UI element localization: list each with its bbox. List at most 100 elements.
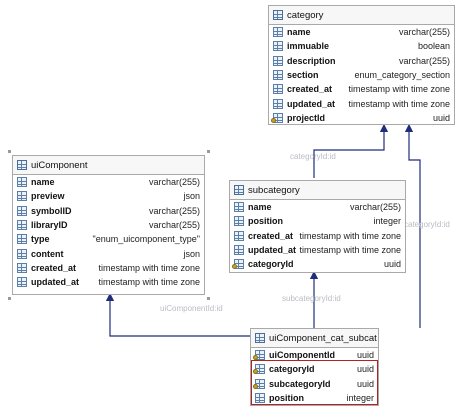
column-name: categoryId — [269, 364, 315, 375]
column-row[interactable]: libraryID varchar(255) — [13, 218, 204, 232]
column-type: timestamp with time zone — [348, 98, 450, 109]
table-title: uiComponent_cat_subcat — [269, 332, 377, 344]
column-row[interactable]: categoryId uuid — [251, 362, 378, 376]
column-type: timestamp with time zone — [299, 245, 401, 256]
column-row[interactable]: created_at timestamp with time zone — [230, 229, 405, 243]
column-row[interactable]: created_at timestamp with time zone — [269, 82, 454, 96]
column-icon — [17, 205, 27, 216]
table-title: subcategory — [248, 184, 300, 196]
column-type: varchar(255) — [398, 27, 450, 38]
column-type: varchar(255) — [349, 202, 401, 213]
column-type: "enum_uicomponent_type" — [92, 234, 200, 245]
selection-handle[interactable] — [8, 297, 11, 300]
column-type: enum_category_section — [354, 70, 450, 81]
column-type: timestamp with time zone — [299, 230, 401, 241]
column-icon — [234, 216, 244, 227]
column-icon — [273, 55, 283, 66]
column-type: varchar(255) — [148, 220, 200, 231]
column-name: immuable — [287, 41, 330, 52]
column-row[interactable]: name varchar(255) — [269, 25, 454, 39]
column-row[interactable]: description varchar(255) — [269, 54, 454, 68]
foreign-key-icon — [253, 350, 265, 361]
column-type: uuid — [356, 350, 374, 361]
column-name: libraryID — [31, 220, 68, 231]
link-junction-uicomponent — [105, 292, 252, 337]
link-subcategory-category — [313, 123, 389, 178]
foreign-key-icon — [253, 364, 265, 375]
column-name: updated_at — [248, 245, 297, 256]
table-icon — [255, 333, 265, 343]
column-type: integer — [346, 393, 374, 404]
column-type: uuid — [432, 112, 450, 123]
column-row[interactable]: content json — [13, 246, 204, 260]
table-header[interactable]: uiComponent — [13, 156, 204, 175]
column-type: varchar(255) — [398, 55, 450, 66]
column-row[interactable]: name varchar(255) — [13, 175, 204, 189]
table-icon — [17, 160, 27, 170]
table-uicomponent-cat-subcat[interactable]: uiComponent_cat_subcat uiComponentId uuid… — [250, 328, 379, 406]
link-label-category: categoryId:id — [290, 152, 336, 161]
column-type: json — [183, 191, 200, 202]
column-name: position — [269, 393, 304, 404]
table-category[interactable]: category name varchar(255) immuable boolea… — [268, 5, 455, 125]
column-name: content — [31, 248, 64, 259]
column-icon — [273, 41, 283, 52]
column-row[interactable]: uiComponentId uuid — [251, 348, 378, 362]
column-icon — [273, 27, 283, 38]
column-name: created_at — [287, 84, 333, 95]
column-name: uiComponentId — [269, 350, 335, 361]
column-icon — [234, 245, 244, 256]
column-name: preview — [31, 191, 65, 202]
column-icon — [17, 277, 27, 288]
table-header[interactable]: subcategory — [230, 181, 405, 200]
column-type: timestamp with time zone — [348, 84, 450, 95]
column-icon — [17, 234, 27, 245]
column-name: name — [31, 177, 55, 188]
column-icon — [234, 230, 244, 241]
selection-handle[interactable] — [207, 297, 210, 300]
column-row[interactable]: preview json — [13, 189, 204, 203]
column-name: created_at — [248, 230, 294, 241]
column-name: projectId — [287, 112, 326, 123]
selection-handle[interactable] — [207, 150, 210, 153]
column-row[interactable]: name varchar(255) — [230, 200, 405, 214]
column-name: name — [248, 202, 272, 213]
column-type: boolean — [417, 41, 450, 52]
foreign-key-icon — [271, 112, 283, 123]
column-row[interactable]: position integer — [251, 391, 378, 405]
column-row[interactable]: immuable boolean — [269, 39, 454, 53]
column-type: timestamp with time zone — [98, 277, 200, 288]
column-row[interactable]: projectId uuid — [269, 111, 454, 125]
selection-handle[interactable] — [8, 150, 11, 153]
column-type: json — [183, 248, 200, 259]
table-header[interactable]: uiComponent_cat_subcat — [251, 329, 378, 348]
column-type: uuid — [356, 378, 374, 389]
column-icon — [255, 393, 265, 404]
table-title: category — [287, 9, 324, 21]
column-row[interactable]: type"enum_uicomponent_type" — [13, 232, 204, 246]
column-type: varchar(255) — [148, 177, 200, 188]
link-label-uicomponent: uiComponentId:id — [160, 304, 223, 313]
column-type: uuid — [356, 364, 374, 375]
table-uicomponent[interactable]: uiComponent name varchar(255) preview json… — [12, 155, 205, 295]
column-name: description — [287, 55, 336, 66]
table-icon — [273, 10, 283, 20]
column-name: name — [287, 27, 311, 38]
table-header[interactable]: category — [269, 6, 454, 25]
column-icon — [273, 84, 283, 95]
column-icon — [17, 191, 27, 202]
link-label-category-right: categoryId:id — [404, 220, 450, 229]
column-name: symbolID — [31, 205, 72, 216]
column-icon — [273, 98, 283, 109]
table-icon — [234, 185, 244, 195]
